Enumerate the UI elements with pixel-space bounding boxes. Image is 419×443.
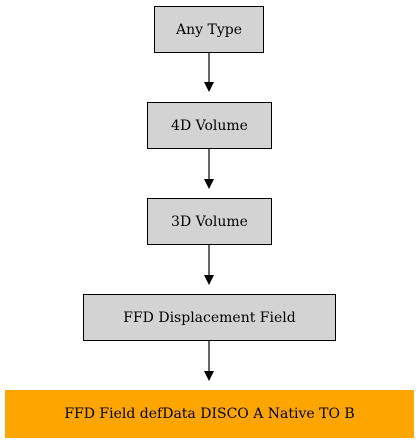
node-3d-volume: 3D Volume bbox=[147, 198, 272, 245]
node-4d-volume: 4D Volume bbox=[147, 102, 272, 149]
node-ffd-displacement-field: FFD Displacement Field bbox=[83, 294, 336, 341]
node-any-type: Any Type bbox=[154, 6, 264, 53]
node-ffd-field-defdata: FFD Field defData DISCO A Native TO B bbox=[5, 390, 414, 438]
